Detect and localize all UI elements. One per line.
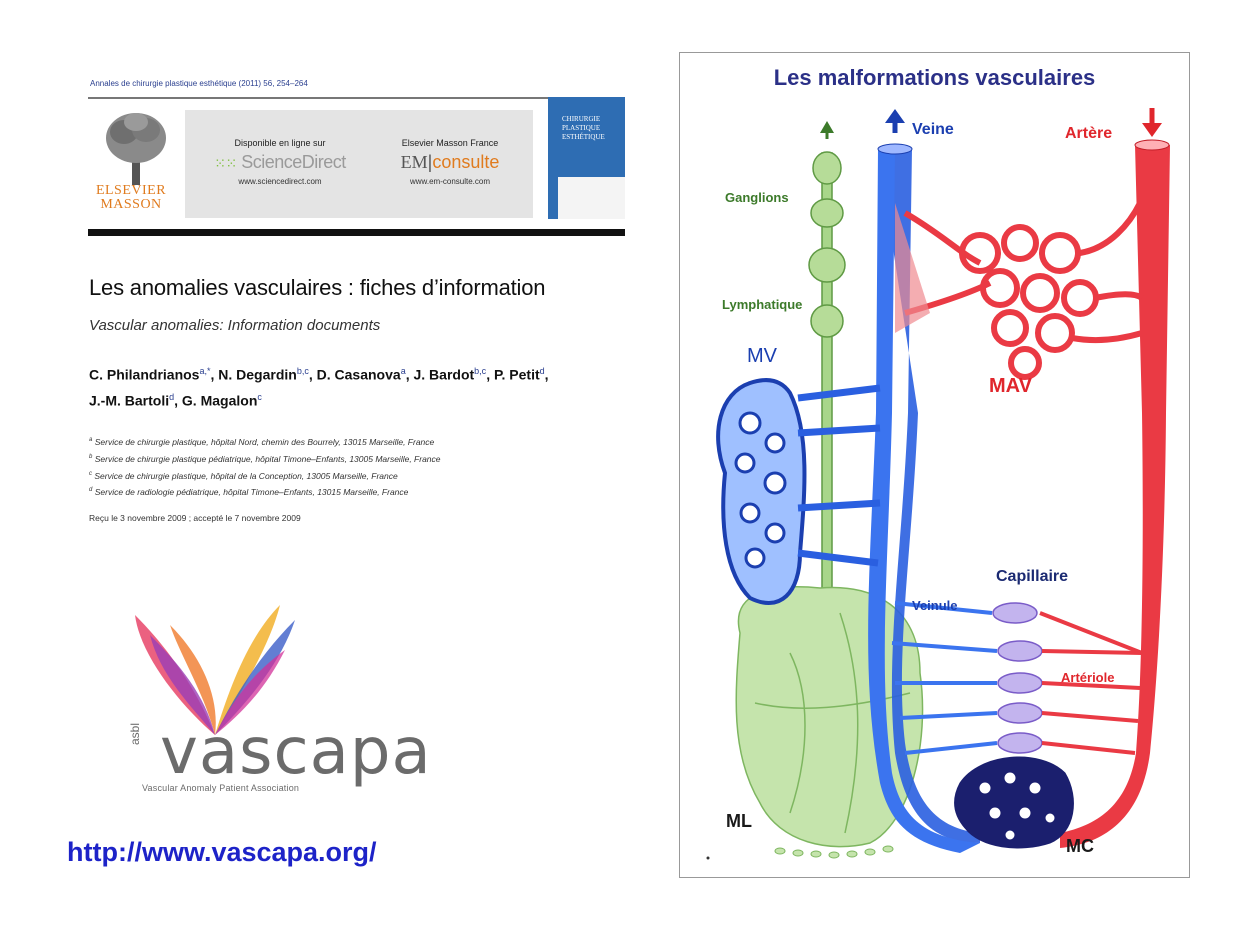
asbl-label: asbl	[128, 722, 142, 745]
author-sup: c	[257, 391, 262, 402]
received-date: Reçu le 3 novembre 2009 ; accepté le 7 n…	[89, 513, 301, 523]
author-list: C. Philandrianosa,*, N. Degardinb,c, D. …	[89, 360, 629, 411]
author-line-2: J.-M. Bartolid, G. Magalonc	[89, 391, 262, 409]
vascapa-url-link[interactable]: http://www.vascapa.org/	[67, 837, 377, 867]
vascular-malformations-diagram: Les malformations vasculaires Veine Artè…	[679, 52, 1190, 878]
author-sup: d	[169, 391, 175, 402]
elsevier-tree-icon	[106, 113, 166, 185]
affiliation-sup: a	[89, 437, 93, 443]
affiliation-text: Service de chirurgie plastique, hôpital …	[94, 436, 435, 447]
label-mav: MAV	[989, 375, 1032, 397]
affiliation-text: Service de chirurgie plastique, hôpital …	[94, 470, 398, 481]
ml-dots	[774, 845, 894, 859]
affiliation-sup: c	[89, 470, 92, 477]
mv-cluster	[716, 378, 807, 605]
veinule-branches	[891, 601, 998, 755]
cover-white-panel	[558, 177, 625, 219]
label-mv: MV	[747, 345, 777, 367]
sd-available-label: Disponible en ligne sur	[234, 138, 326, 148]
vein-trunk	[868, 143, 980, 853]
author: P. Petit	[493, 366, 540, 383]
affiliation: b Service de chirurgie plastique pédiatr…	[89, 450, 441, 467]
author: N. Degardin	[218, 366, 297, 383]
vascapa-tagline: Vascular Anomaly Patient Association	[142, 783, 300, 793]
artery-arrow-head	[1142, 123, 1162, 137]
sciencedirect-dots-icon: ⁙⁙	[214, 155, 237, 171]
vein-arrow-head	[885, 109, 905, 123]
label-lymphatique: Lymphatique	[722, 297, 803, 312]
affiliation-sup: d	[89, 487, 93, 494]
label-ml: ML	[726, 811, 752, 831]
mv-connectors	[797, 384, 881, 567]
banner-rule	[88, 229, 625, 236]
label-veinule: Veinule	[912, 598, 958, 613]
corner-dot	[706, 856, 710, 860]
sd-url[interactable]: www.sciencedirect.com	[238, 177, 322, 186]
affiliation-text: Service de chirurgie plastique pédiatriq…	[94, 453, 441, 464]
article-title: Les anomalies vasculaires : fiches d’inf…	[89, 275, 546, 300]
label-artere: Artère	[1065, 125, 1113, 142]
diagram-title: Les malformations vasculaires	[773, 65, 1096, 90]
author: J.-M. Bartoli	[89, 392, 170, 409]
journal-cover: CHIRURGIE PLASTIQUE ESTHÉTIQUE	[548, 97, 625, 219]
arteriole-branches	[1039, 611, 1143, 755]
elsevier-wordmark: ELSEVIER MASSON	[95, 183, 167, 212]
affiliation: c Service de chirurgie plastique, hôpita…	[89, 467, 441, 484]
em-url[interactable]: www.em-consulte.com	[409, 177, 491, 186]
header-rule	[88, 97, 624, 99]
vascapa-logo: asbl vascapa Vascular Anomaly Patient As…	[120, 595, 432, 805]
author-sup: a,*	[199, 366, 211, 376]
affiliation: d Service de radiologie pédiatrique, hôp…	[89, 483, 441, 500]
journal-citation: Annales de chirurgie plastique esthétiqu…	[90, 79, 308, 88]
affiliations: a Service de chirurgie plastique, hôpita…	[89, 433, 441, 500]
label-ganglions: Ganglions	[725, 190, 789, 205]
author-sup: d	[539, 366, 545, 376]
em-brand-rest: consulte	[432, 152, 500, 172]
em-publisher-label: Elsevier Masson France	[401, 138, 499, 148]
author-sup: b,c	[296, 366, 309, 376]
vascapa-leaves-icon	[135, 605, 295, 735]
sciencedirect-logo: ⁙⁙ ScienceDirect	[205, 152, 355, 173]
article-subtitle: Vascular anomalies: Information document…	[89, 317, 381, 334]
label-veine: Veine	[912, 121, 954, 138]
online-availability-box: Disponible en ligne sur ⁙⁙ ScienceDirect…	[185, 110, 533, 218]
em-brand-em: EM	[400, 152, 428, 172]
capillary-bed	[992, 602, 1043, 754]
artery-trunk	[1060, 139, 1170, 848]
author-line-1: C. Philandrianosa,*, N. Degardinb,c, D. …	[89, 366, 549, 383]
label-mc: MC	[1066, 836, 1094, 856]
cover-title: CHIRURGIE PLASTIQUE ESTHÉTIQUE	[562, 115, 605, 141]
emconsulte-logo: EM|consulte	[400, 152, 500, 172]
mav-network	[903, 201, 1144, 380]
author: C. Philandrianos	[89, 366, 200, 383]
author: G. Magalon	[181, 392, 258, 409]
diagram-drawing	[706, 108, 1170, 860]
publisher-banner: ELSEVIER MASSON Disponible en ligne sur …	[88, 97, 625, 220]
author-sup: b,c	[474, 366, 487, 376]
sciencedirect-block: Disponible en ligne sur ⁙⁙ ScienceDirect…	[205, 138, 355, 186]
emconsulte-block: Elsevier Masson France EM|consulte www.e…	[375, 138, 525, 186]
label-capillaire: Capillaire	[996, 568, 1069, 585]
label-arteriole: Artériole	[1061, 670, 1115, 685]
lymphatic-vessel	[808, 151, 846, 594]
mc-cluster	[954, 756, 1074, 849]
author: J. Bardot	[413, 366, 475, 383]
vascapa-wordmark: vascapa	[160, 715, 432, 789]
elsevier-logo	[100, 108, 172, 220]
author-sup: a	[400, 366, 406, 376]
author: D. Casanova	[316, 366, 401, 383]
affiliation: a Service de chirurgie plastique, hôpita…	[89, 433, 441, 450]
mav-shunt	[895, 203, 930, 333]
lymph-arrow-head	[820, 121, 834, 133]
sd-brand-text: ScienceDirect	[241, 152, 346, 172]
affiliation-text: Service de radiologie pédiatrique, hôpit…	[94, 487, 409, 498]
affiliation-sup: b	[89, 453, 93, 460]
